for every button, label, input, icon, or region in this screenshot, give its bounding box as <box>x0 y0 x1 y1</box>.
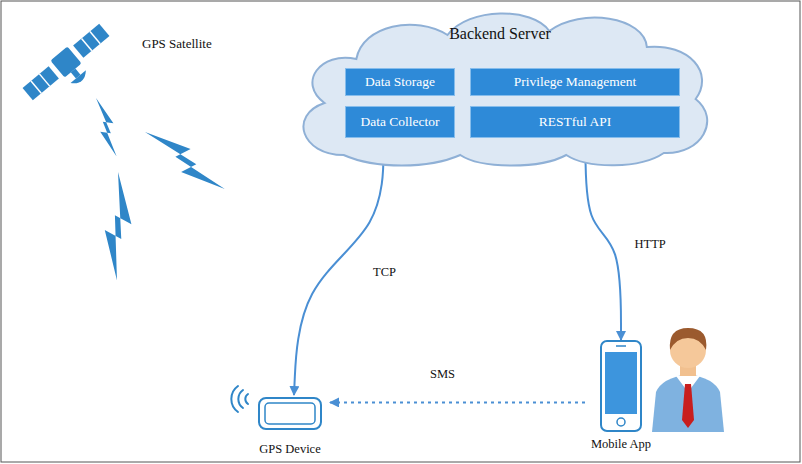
edge-label: SMS <box>427 367 458 382</box>
cloud-title: Backend Server <box>280 25 720 43</box>
module-name: Privilege Management <box>514 74 637 90</box>
module-name: RESTful API <box>539 114 611 130</box>
connector <box>586 138 622 340</box>
mobile-app: Mobile App <box>585 340 657 452</box>
module-box: Data Collector <box>345 106 455 138</box>
edge-label: TCP <box>370 264 399 279</box>
wifi-symbol <box>231 386 248 412</box>
satellite-icon <box>21 21 120 112</box>
signal-bolts <box>66 98 224 280</box>
module-name: Data Storage <box>365 74 435 90</box>
icon-caption: GPS Device <box>259 442 320 457</box>
module-box: Privilege Management <box>470 68 680 96</box>
phone-icon <box>585 340 657 432</box>
module-box: Data Storage <box>345 68 455 96</box>
connector <box>330 401 585 403</box>
icon-caption: Mobile App <box>591 437 651 452</box>
module-name: Data Collector <box>360 114 439 130</box>
icon-caption: GPS Satellite <box>142 36 212 52</box>
person-icon <box>652 328 724 432</box>
gps-device: GPS Device <box>250 395 330 457</box>
server-cloud: Backend ServerData Storage Privilege Mana… <box>280 3 720 168</box>
module-box: RESTful API <box>470 106 680 138</box>
device-icon <box>250 395 330 431</box>
edge-label: HTTP <box>632 236 669 251</box>
